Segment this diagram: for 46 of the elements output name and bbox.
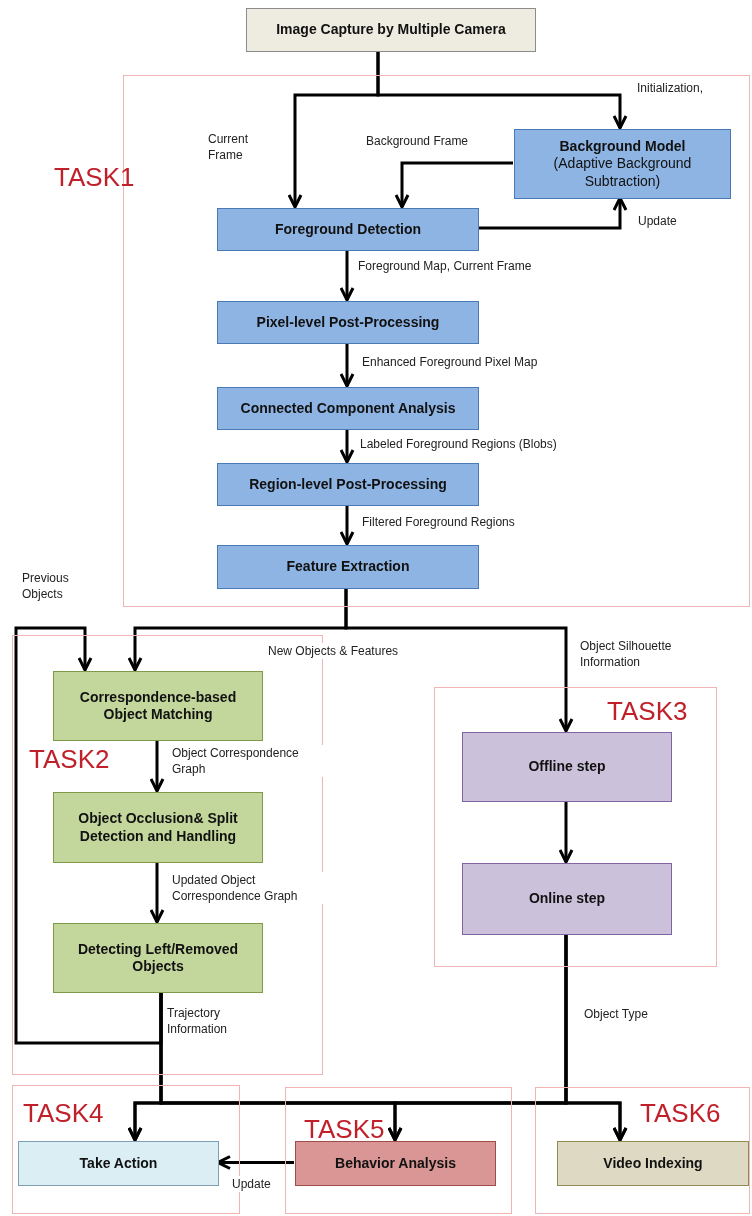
edge-label: Foreground Map, Current Frame — [358, 258, 532, 275]
arrow — [376, 52, 628, 130]
task-frame — [535, 1087, 750, 1214]
edge-label: Initialization, — [637, 80, 704, 97]
task-label: TASK6 — [640, 1100, 721, 1126]
edge-label: Enhanced Foreground Pixel Map — [362, 354, 538, 371]
arrow — [14, 626, 163, 1045]
task-label: TASK1 — [54, 164, 135, 190]
process-box: Foreground Detection — [217, 208, 479, 251]
process-box: Region-level Post-Processing — [217, 463, 479, 506]
arrow — [149, 862, 165, 924]
arrow — [564, 934, 628, 1142]
task-frame — [434, 687, 717, 967]
edge-label: Background Frame — [366, 133, 469, 150]
process-box: Take Action — [18, 1141, 219, 1186]
process-box: Image Capture by Multiple Camera — [246, 8, 536, 52]
process-box: Pixel-level Post-Processing — [217, 301, 479, 344]
task-label: TASK5 — [304, 1116, 385, 1142]
process-box: Object Occlusion& Split Detection and Handling — [53, 792, 263, 863]
process-box: Offline step — [462, 732, 672, 802]
process-box: Detecting Left/Removed Objects — [53, 923, 263, 993]
edge-label: Update — [638, 213, 677, 230]
edge-label: Object Type — [584, 1006, 648, 1023]
task-label: TASK2 — [29, 746, 110, 772]
process-box: Video Indexing — [557, 1141, 749, 1186]
arrow — [339, 343, 355, 388]
process-box: Connected Component Analysis — [217, 387, 479, 430]
process-box: Behavior Analysis — [295, 1141, 496, 1186]
edge-label: New Objects & Features — [268, 643, 399, 660]
task-label: TASK3 — [607, 698, 688, 724]
task-frame — [285, 1087, 512, 1214]
edge-label: Update — [232, 1176, 271, 1193]
process-box: Correspondence-based Object Matching — [53, 671, 263, 741]
arrow — [558, 801, 574, 864]
edge-label: Labeled Foreground Regions (Blobs) — [360, 436, 557, 453]
arrow — [344, 588, 574, 733]
arrow — [394, 161, 513, 209]
process-box: Online step — [462, 863, 672, 935]
process-box: Feature Extraction — [217, 545, 479, 589]
arrow — [339, 505, 355, 546]
arrow — [149, 740, 165, 793]
task-label: TASK4 — [23, 1100, 104, 1126]
process-box: Background Model (Adaptive Background Subtraction) — [514, 129, 731, 199]
edge-label: Filtered Foreground Regions — [362, 514, 515, 531]
arrow — [339, 250, 355, 302]
arrow — [339, 429, 355, 464]
